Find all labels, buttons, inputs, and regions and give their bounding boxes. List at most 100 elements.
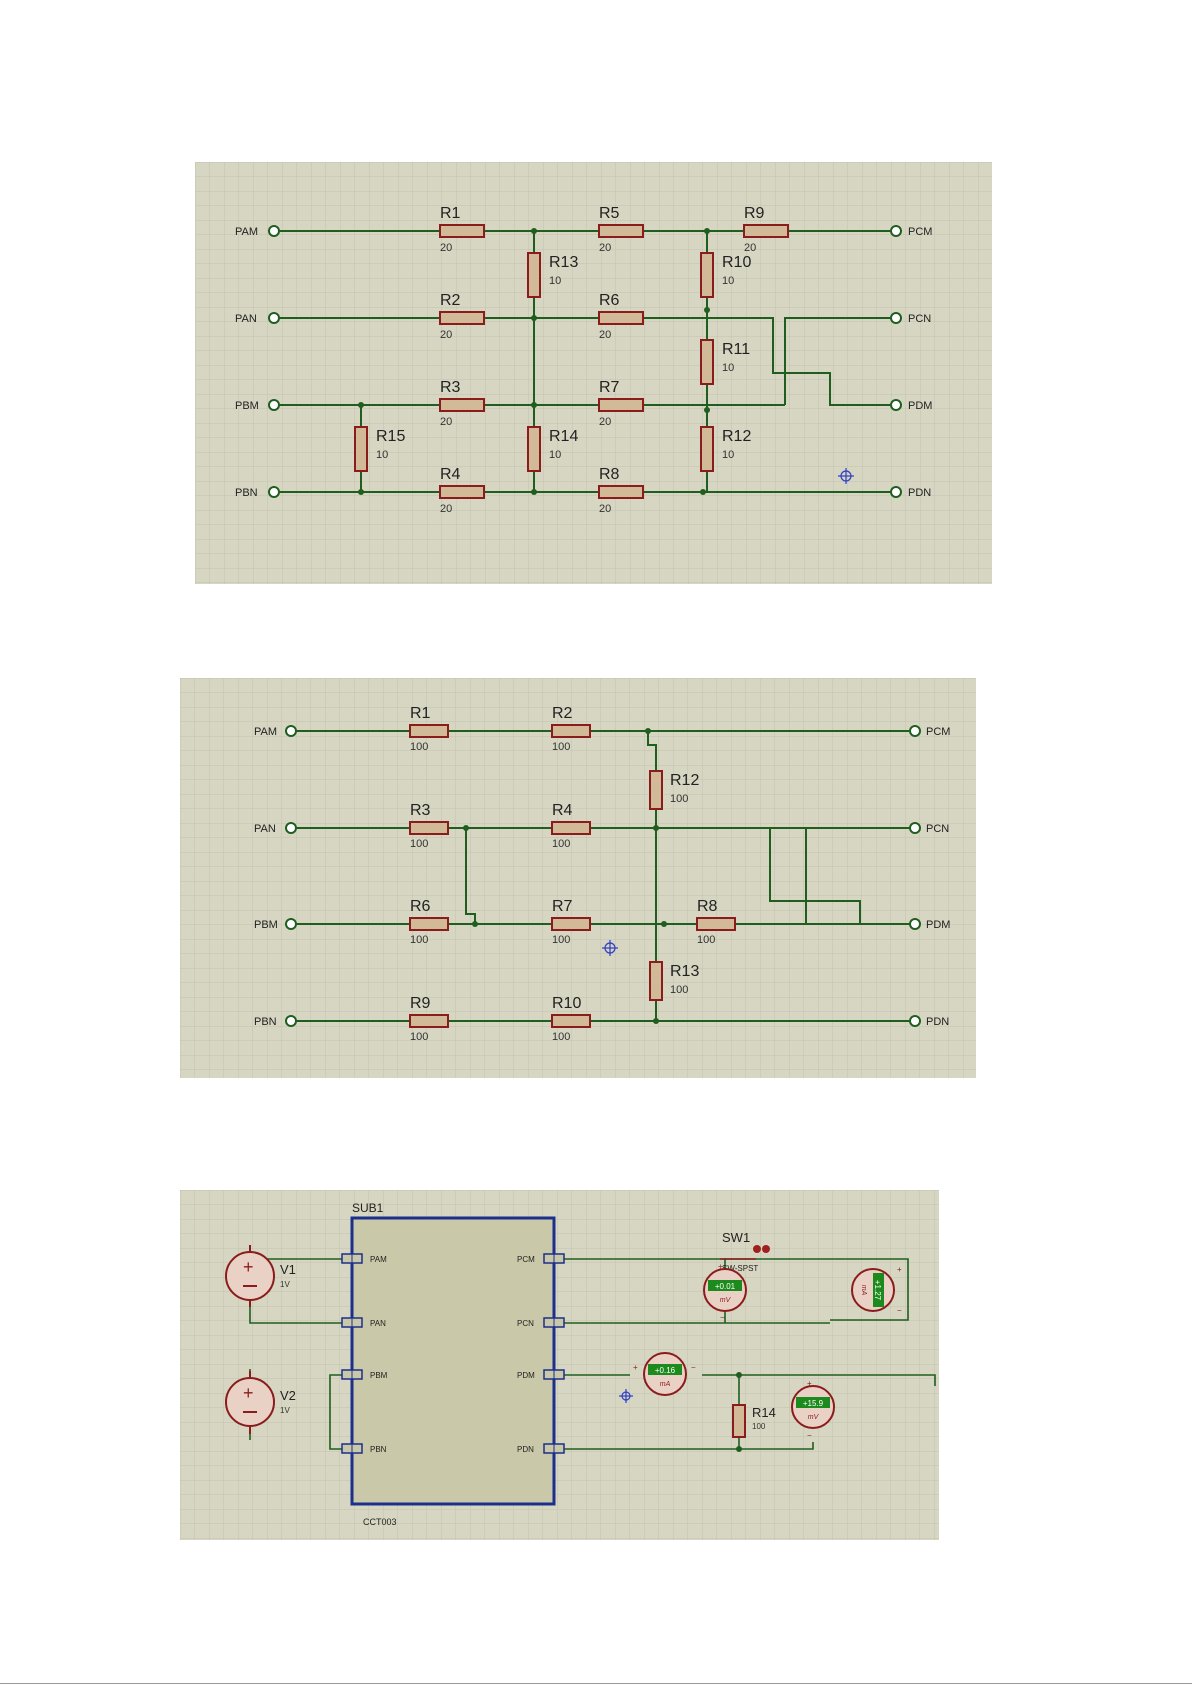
- resistor-r11[interactable]: R11 10: [700, 339, 750, 385]
- port-pcn[interactable]: PCN: [890, 312, 931, 325]
- switch-sw1[interactable]: SW1 SW-SPST: [720, 1230, 770, 1273]
- svg-text:PAM: PAM: [370, 1255, 387, 1264]
- port-pbm[interactable]: PBM: [235, 399, 280, 412]
- svg-text:−: −: [691, 1363, 696, 1372]
- svg-text:R7: R7: [552, 898, 573, 915]
- footer-rule: [0, 1683, 1192, 1684]
- svg-text:PCN: PCN: [908, 313, 931, 325]
- resistor-r14[interactable]: R14 10: [527, 426, 578, 472]
- svg-text:PCN: PCN: [926, 823, 949, 835]
- svg-text:+1.27: +1.27: [873, 1280, 882, 1301]
- svg-text:R7: R7: [599, 379, 620, 396]
- svg-text:100: 100: [752, 1422, 766, 1431]
- svg-text:PAN: PAN: [254, 823, 276, 835]
- svg-text:R8: R8: [599, 466, 620, 483]
- voltage-source-v2[interactable]: + V2 1V: [225, 1371, 296, 1434]
- resistor-r10[interactable]: R10 10: [700, 252, 751, 298]
- svg-text:R15: R15: [376, 428, 405, 445]
- resistor-r3[interactable]: R3 20: [439, 379, 485, 428]
- svg-text:PBN: PBN: [254, 1016, 277, 1028]
- junctions: [463, 728, 667, 1024]
- resistor-r7[interactable]: R7 100: [551, 898, 591, 946]
- resistor-r7[interactable]: R7 20: [598, 379, 644, 428]
- port-pdn[interactable]: PDN: [890, 486, 931, 499]
- resistor-r2[interactable]: R2 20: [439, 292, 485, 341]
- svg-text:PCM: PCM: [926, 726, 950, 738]
- port-pam[interactable]: PAM: [254, 725, 297, 738]
- port-pam[interactable]: PAM: [235, 225, 280, 238]
- svg-text:10: 10: [722, 449, 734, 461]
- resistor-r4[interactable]: R4 100: [551, 802, 591, 850]
- pin-pbm[interactable]: PBM: [341, 1369, 388, 1380]
- svg-text:R1: R1: [410, 705, 431, 722]
- svg-text:PCM: PCM: [908, 226, 932, 238]
- port-pdn[interactable]: PDN: [909, 1015, 949, 1028]
- svg-text:R9: R9: [410, 995, 431, 1012]
- resistor-r15[interactable]: R15 10: [354, 426, 405, 472]
- svg-text:R4: R4: [552, 802, 573, 819]
- resistor-r3[interactable]: R3 100: [409, 802, 449, 850]
- svg-text:100: 100: [410, 741, 428, 753]
- crosshair-icon: [619, 1389, 633, 1403]
- voltage-source-v1[interactable]: + V1 1V: [225, 1245, 296, 1307]
- resistor-r10[interactable]: R10 100: [551, 995, 591, 1043]
- pin-pbn[interactable]: PBN: [341, 1443, 387, 1454]
- pin-pcn[interactable]: PCN: [517, 1317, 565, 1328]
- resistor-r6[interactable]: R6 100: [409, 898, 449, 946]
- port-pan[interactable]: PAN: [254, 822, 297, 835]
- resistor-r14[interactable]: R14 100: [732, 1404, 776, 1438]
- voltmeter-4[interactable]: +15.9 mV + −: [791, 1379, 835, 1440]
- port-pan[interactable]: PAN: [235, 312, 280, 325]
- port-pbm[interactable]: PBM: [254, 918, 297, 931]
- resistor-r8[interactable]: R8 100: [696, 898, 736, 946]
- svg-text:PDN: PDN: [517, 1445, 534, 1454]
- subcircuit-part: CCT003: [363, 1517, 397, 1527]
- resistor-r13[interactable]: R13 10: [527, 252, 578, 298]
- svg-text:10: 10: [549, 275, 561, 287]
- resistor-r6[interactable]: R6 20: [598, 292, 644, 341]
- svg-text:PBN: PBN: [370, 1445, 387, 1454]
- port-pcn[interactable]: PCN: [909, 822, 949, 835]
- svg-text:PAN: PAN: [370, 1319, 386, 1328]
- port-pdm[interactable]: PDM: [909, 918, 950, 931]
- resistor-r2[interactable]: R2 100: [551, 705, 591, 753]
- svg-text:100: 100: [697, 934, 715, 946]
- resistor-r1[interactable]: R1 20: [439, 205, 485, 254]
- pin-pdn[interactable]: PDN: [517, 1443, 565, 1454]
- pin-pdm[interactable]: PDM: [517, 1369, 565, 1380]
- port-pcm[interactable]: PCM: [890, 225, 932, 238]
- resistor-r9[interactable]: R9 100: [409, 995, 449, 1043]
- port-pcm[interactable]: PCM: [909, 725, 950, 738]
- port-pbn[interactable]: PBN: [254, 1015, 297, 1028]
- svg-text:+15.9: +15.9: [803, 1399, 824, 1408]
- resistor-r12[interactable]: R12 10: [700, 426, 751, 472]
- svg-text:+: +: [807, 1379, 812, 1388]
- svg-text:20: 20: [744, 242, 756, 254]
- svg-text:100: 100: [552, 934, 570, 946]
- resistor-r8[interactable]: R8 20: [598, 466, 644, 515]
- pin-pam[interactable]: PAM: [341, 1253, 387, 1264]
- subcircuit-block[interactable]: SUB1 CCT003: [350, 1201, 556, 1527]
- svg-text:R2: R2: [440, 292, 461, 309]
- svg-text:100: 100: [552, 1031, 570, 1043]
- svg-text:V2: V2: [280, 1388, 296, 1403]
- svg-text:R5: R5: [599, 205, 620, 222]
- svg-text:1V: 1V: [280, 1280, 290, 1289]
- svg-text:R6: R6: [410, 898, 431, 915]
- svg-text:R13: R13: [549, 254, 578, 271]
- resistor-r12[interactable]: R12 100: [649, 770, 699, 810]
- voltmeter-1[interactable]: +0.01 mV + −: [703, 1262, 747, 1322]
- resistor-r5[interactable]: R5 20: [598, 205, 644, 254]
- svg-text:20: 20: [599, 329, 611, 341]
- resistor-r4[interactable]: R4 20: [439, 466, 485, 515]
- ammeter-2[interactable]: +1.27 mA + −: [851, 1265, 902, 1315]
- pin-pcm[interactable]: PCM: [517, 1253, 565, 1264]
- resistor-r1[interactable]: R1 100: [409, 705, 449, 753]
- resistor-r13[interactable]: R13 100: [649, 961, 699, 1001]
- resistor-r9[interactable]: R9 20: [743, 205, 789, 254]
- port-pbn[interactable]: PBN: [235, 486, 280, 499]
- pin-pan[interactable]: PAN: [341, 1317, 386, 1328]
- port-pdm[interactable]: PDM: [890, 399, 932, 412]
- ammeter-3[interactable]: +0.16 mA + −: [633, 1352, 696, 1396]
- svg-text:PAM: PAM: [235, 226, 258, 238]
